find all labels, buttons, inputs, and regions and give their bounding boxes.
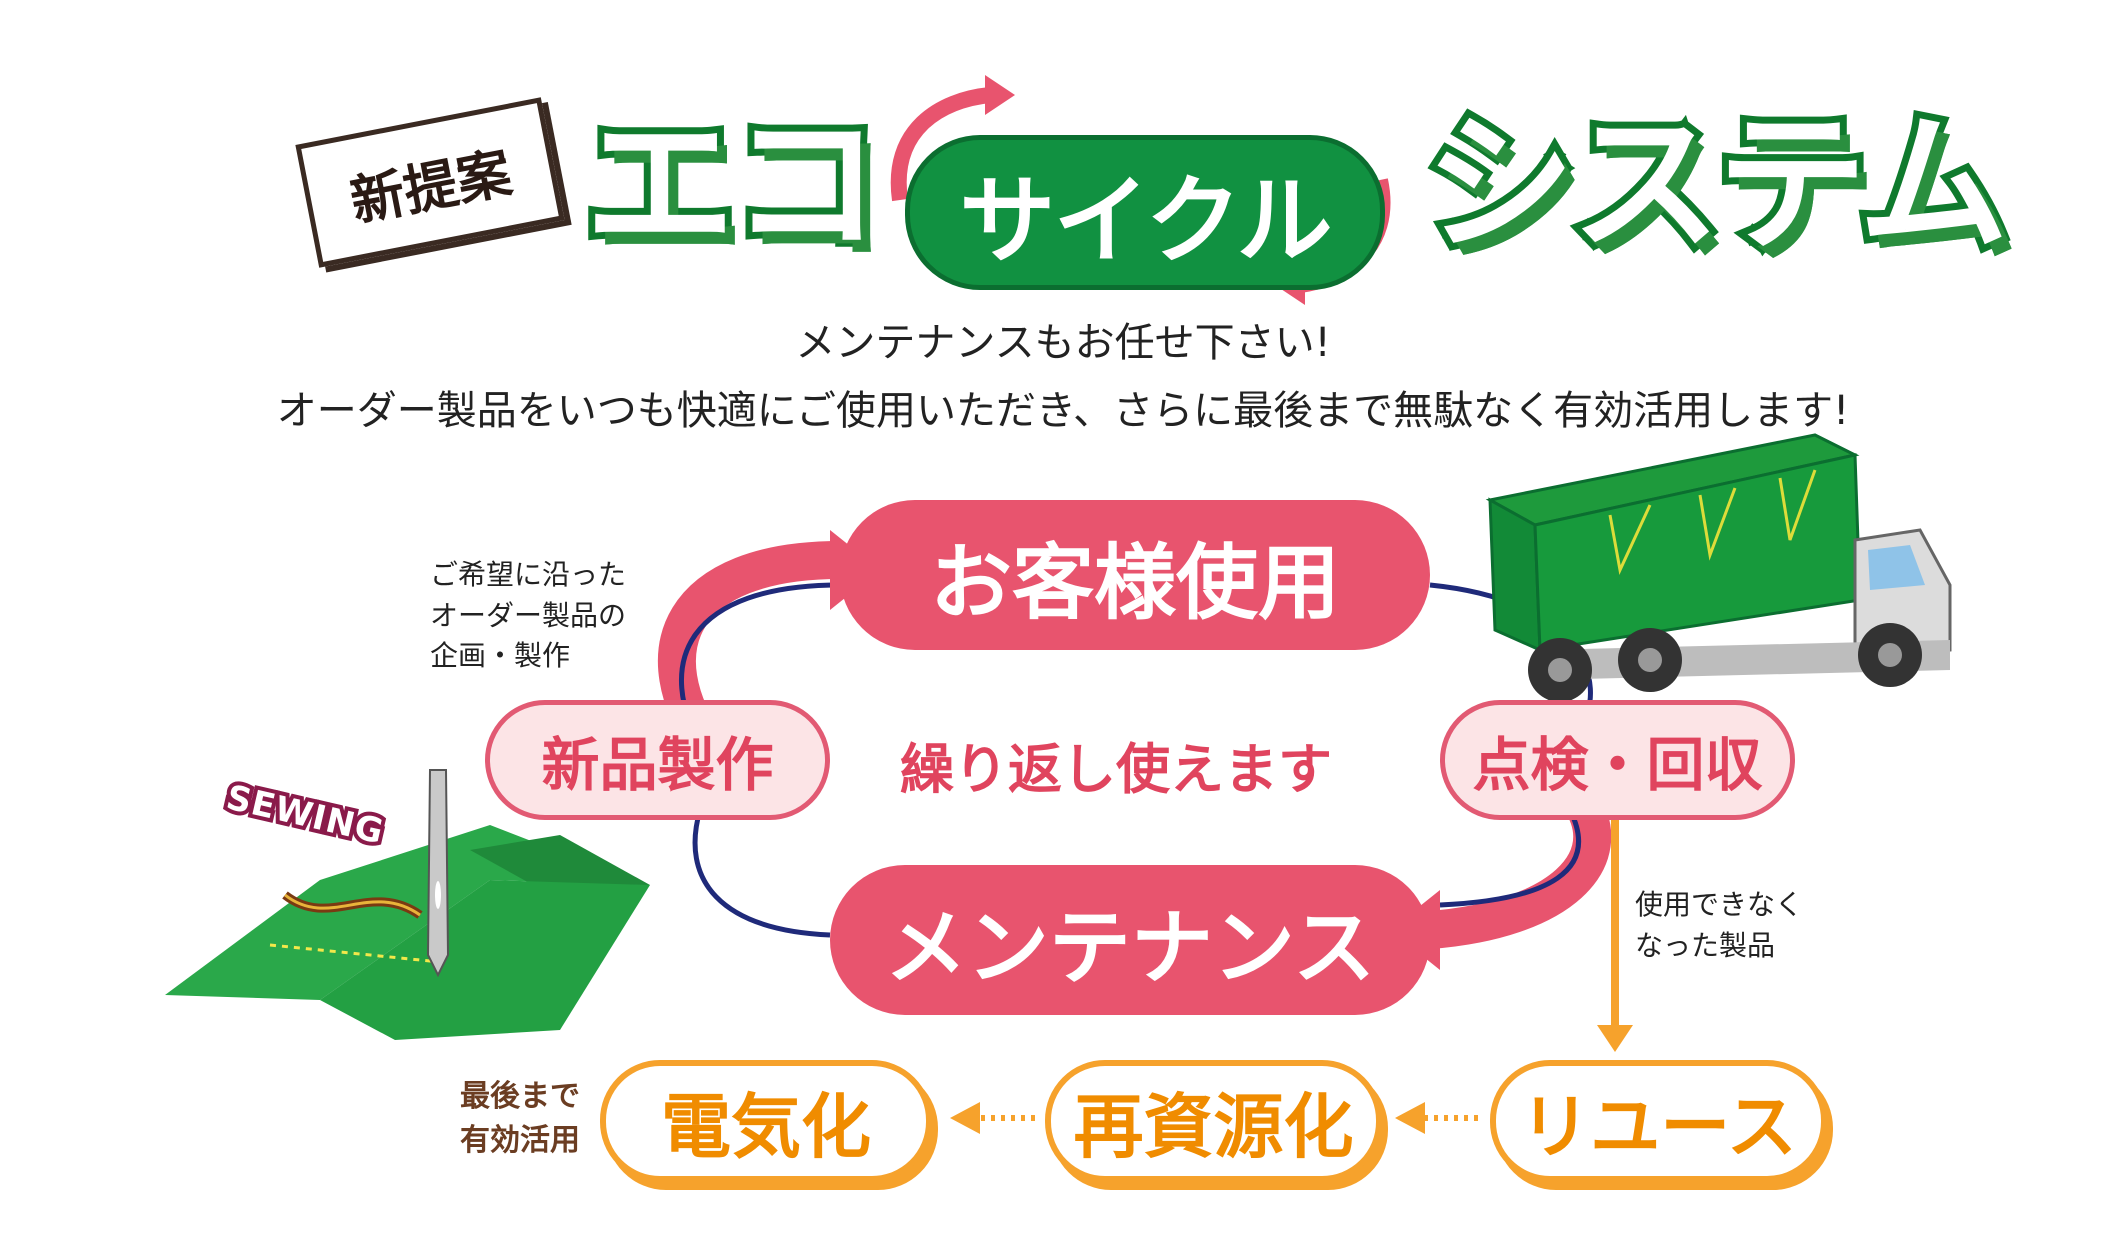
title-cycle: サイクル bbox=[959, 165, 1332, 277]
title-system: システム bbox=[1418, 98, 2016, 272]
node-customer-use: お客様使用 bbox=[840, 500, 1430, 650]
final-use-note: 最後まで 有効活用 bbox=[440, 1075, 580, 1162]
planning-note-line: 企画・製作 bbox=[430, 639, 571, 673]
planning-note-line: ご希望に沿った bbox=[430, 558, 627, 591]
node-recycle: 再資源化 bbox=[1045, 1060, 1382, 1182]
planning-note: ご希望に沿った オーダー製品の 企画・製作 bbox=[430, 555, 626, 677]
node-maintenance: メンテナンス bbox=[830, 865, 1430, 1015]
final-note-line: 有効活用 bbox=[460, 1122, 580, 1158]
orange-down-arrowhead-icon bbox=[1597, 1025, 1633, 1052]
unusable-note: 使用できなく なった製品 bbox=[1635, 885, 1803, 966]
node-electricity: 電気化 bbox=[600, 1060, 932, 1182]
title-cycle-pill: サイクル bbox=[905, 135, 1385, 290]
final-note-line: 最後まで bbox=[460, 1079, 580, 1114]
title-eco: エコ bbox=[578, 98, 888, 272]
node-inspection-collection: 点検・回収 bbox=[1440, 700, 1795, 820]
intro-line-1: メンテナンスもお任せ下さい! bbox=[795, 320, 1331, 366]
unusable-note-line: 使用できなく bbox=[1635, 888, 1804, 921]
title-arrow-top-icon bbox=[890, 87, 991, 202]
planning-note-line: オーダー製品の bbox=[430, 598, 627, 632]
node-new-production: 新品製作 bbox=[485, 700, 830, 820]
unusable-note-line: なった製品 bbox=[1635, 928, 1776, 962]
center-repeat-text: 繰り返し使えます bbox=[900, 738, 1332, 801]
node-reuse: リユース bbox=[1490, 1060, 1827, 1182]
cycle-arrow-right-lower-icon bbox=[1428, 789, 1612, 949]
title-arrowhead-top-icon bbox=[985, 75, 1015, 115]
sewing-sheet-icon bbox=[165, 825, 650, 1040]
needle-icon bbox=[426, 769, 450, 978]
intro-line-2: オーダー製品をいつも快適にご使用いただき、さらに最後まで無駄なく有効活用します! bbox=[276, 388, 1850, 434]
truck-icon bbox=[1485, 433, 1952, 702]
